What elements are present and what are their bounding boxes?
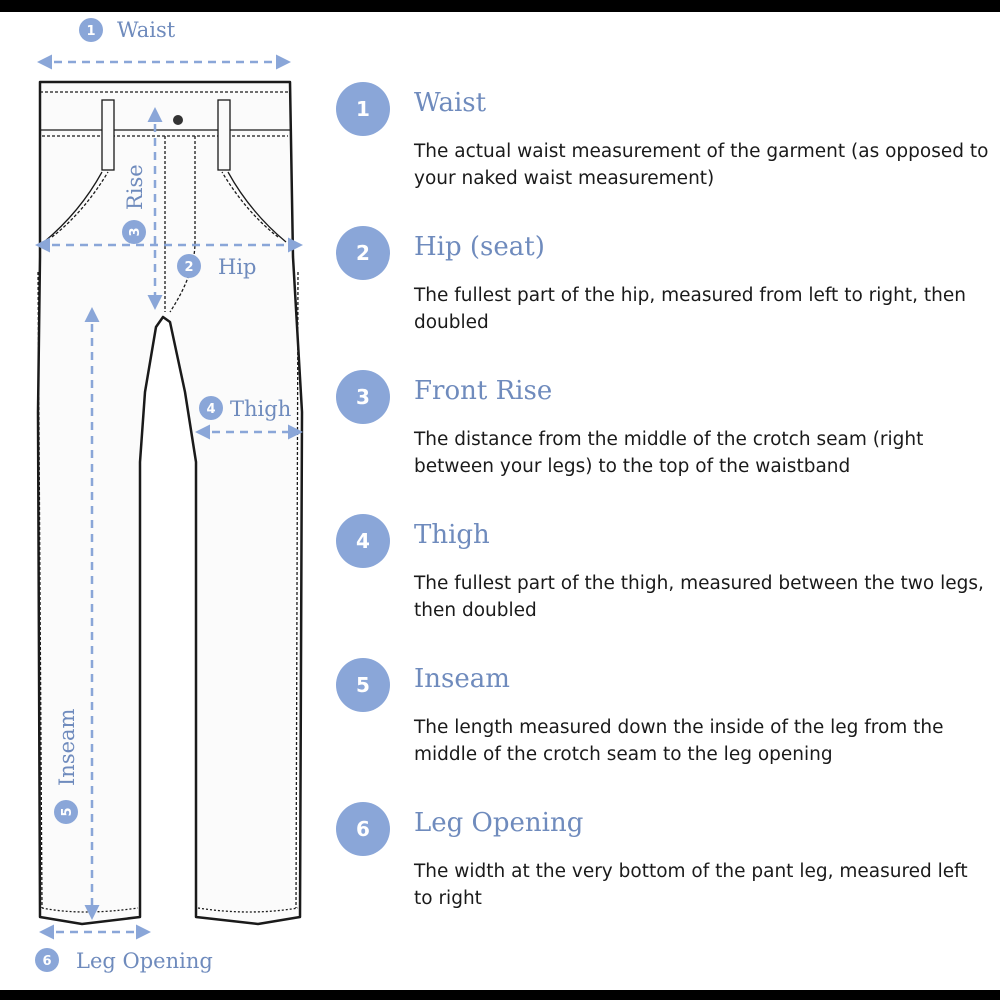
measurement-item-waist: 1 Waist The actual waist measurement of … [336,82,989,202]
measurement-item-inseam: 5 Inseam The length measured down the in… [336,658,986,778]
inseam-label-text: Inseam [55,708,79,786]
item-title: Front Rise [414,376,553,406]
waist-label-text: Waist [117,18,176,42]
waist-label-num: 1 [86,24,95,39]
inseam-label-num: 5 [60,807,75,816]
hip-label-num: 2 [184,260,193,275]
step-badge: 6 [336,802,390,856]
item-description: The length measured down the inside of t… [414,717,944,765]
step-badge: 1 [336,82,390,136]
rise-label: 3 Rise [122,164,147,244]
thigh-label-num: 4 [206,402,215,417]
item-description: The fullest part of the thigh, measured … [414,573,984,621]
leg-opening-label: 6 Leg Opening [35,948,213,973]
item-description: The actual waist measurement of the garm… [414,141,989,189]
item-title: Waist [414,88,487,118]
inseam-label: 5 Inseam [54,708,79,824]
pants-diagram: 1 Waist 2 Hip 3 Rise 4 Thigh 5 Inseam 6 … [35,18,304,973]
measurement-lines [35,54,303,940]
leg-opening-label-text: Leg Opening [76,949,213,973]
thigh-label-text: Thigh [230,397,291,421]
button-icon [173,115,183,125]
item-description: The distance from the middle of the crot… [414,429,924,477]
item-description: The width at the very bottom of the pant… [414,861,968,909]
hip-label: 2 Hip [177,254,256,279]
waist-label: 1 Waist [79,18,176,42]
hip-label-text: Hip [218,255,256,279]
measurement-item-thigh: 4 Thigh The fullest part of the thigh, m… [336,514,986,634]
step-badge: 4 [336,514,390,568]
item-description: The fullest part of the hip, measured fr… [414,285,966,333]
pants-outline [36,80,304,926]
size-guide-canvas: 1 Waist 2 Hip 3 Rise 4 Thigh 5 Inseam 6 … [0,12,1000,990]
step-badge: 3 [336,370,390,424]
item-title: Inseam [414,664,510,694]
rise-label-text: Rise [123,164,147,210]
step-badge: 2 [336,226,390,280]
item-title: Leg Opening [414,808,584,838]
leg-opening-label-num: 6 [42,954,51,969]
item-title: Thigh [414,520,490,550]
measurement-item-hip: 2 Hip (seat) The fullest part of the hip… [336,226,986,346]
rise-label-num: 3 [128,227,143,236]
thigh-label: 4 Thigh [199,396,291,421]
measurement-item-leg-opening: 6 Leg Opening The width at the very bott… [336,802,986,922]
measurement-item-front-rise: 3 Front Rise The distance from the middl… [336,370,986,490]
step-badge: 5 [336,658,390,712]
item-title: Hip (seat) [414,232,545,262]
pants-seams [37,91,299,913]
